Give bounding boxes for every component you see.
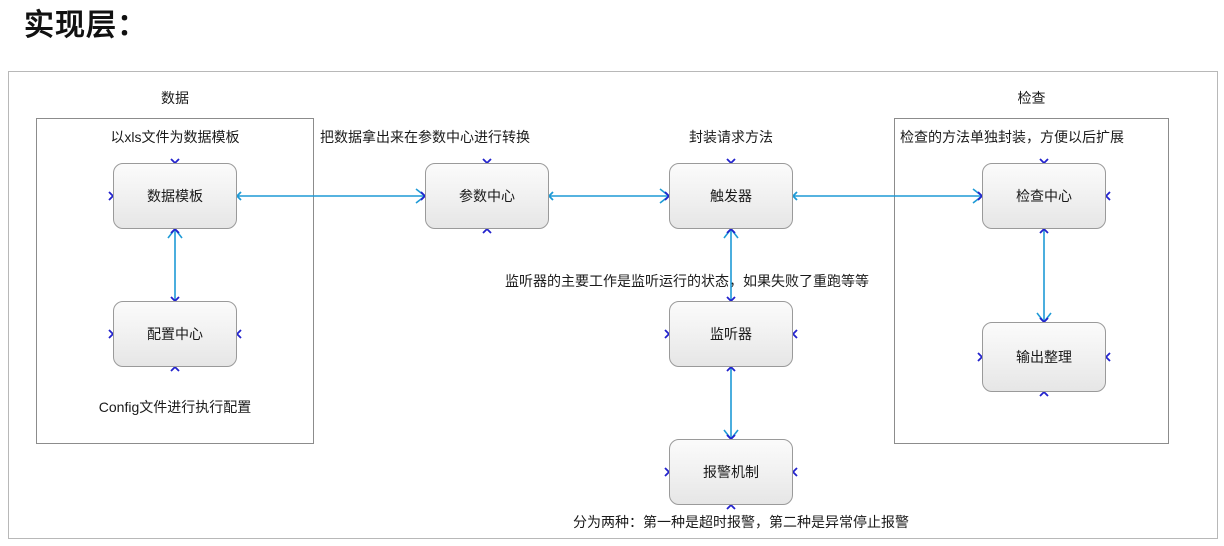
node-label: 配置中心 <box>147 326 203 342</box>
group-title-check: 检查 <box>1017 90 1046 106</box>
node-data-template[interactable]: 数据模板 <box>113 163 237 229</box>
node-alarm[interactable]: 报警机制 <box>669 439 793 505</box>
group-box-data[interactable] <box>36 118 314 444</box>
node-trigger[interactable]: 触发器 <box>669 163 793 229</box>
caption-xls-template: 以xls文件为数据模板 <box>110 129 240 145</box>
node-label: 数据模板 <box>147 188 203 204</box>
node-label: 监听器 <box>710 326 752 342</box>
node-check-center[interactable]: 检查中心 <box>982 163 1106 229</box>
caption-wrap-request: 封装请求方法 <box>689 129 773 145</box>
node-label: 检查中心 <box>1016 188 1072 204</box>
page-title: 实现层： <box>24 9 148 42</box>
node-label: 参数中心 <box>459 188 515 204</box>
caption-convert: 把数据拿出来在参数中心进行转换 <box>320 129 530 145</box>
node-param-center[interactable]: 参数中心 <box>425 163 549 229</box>
caption-config-file: Config文件进行执行配置 <box>98 399 252 415</box>
node-label: 报警机制 <box>703 464 759 480</box>
node-config-center[interactable]: 配置中心 <box>113 301 237 367</box>
node-label: 触发器 <box>710 188 752 204</box>
caption-listener-desc: 监听器的主要工作是监听运行的状态，如果失败了重跑等等 <box>505 273 869 289</box>
caption-alarm-desc: 分为两种：第一种是超时报警，第二种是异常停止报警 <box>573 514 909 530</box>
group-box-check[interactable] <box>894 118 1169 444</box>
node-output-arrange[interactable]: 输出整理 <box>982 322 1106 392</box>
node-label: 输出整理 <box>1016 349 1072 365</box>
caption-check-package: 检查的方法单独封装，方便以后扩展 <box>900 129 1124 145</box>
node-listener[interactable]: 监听器 <box>669 301 793 367</box>
group-title-data: 数据 <box>161 90 189 106</box>
